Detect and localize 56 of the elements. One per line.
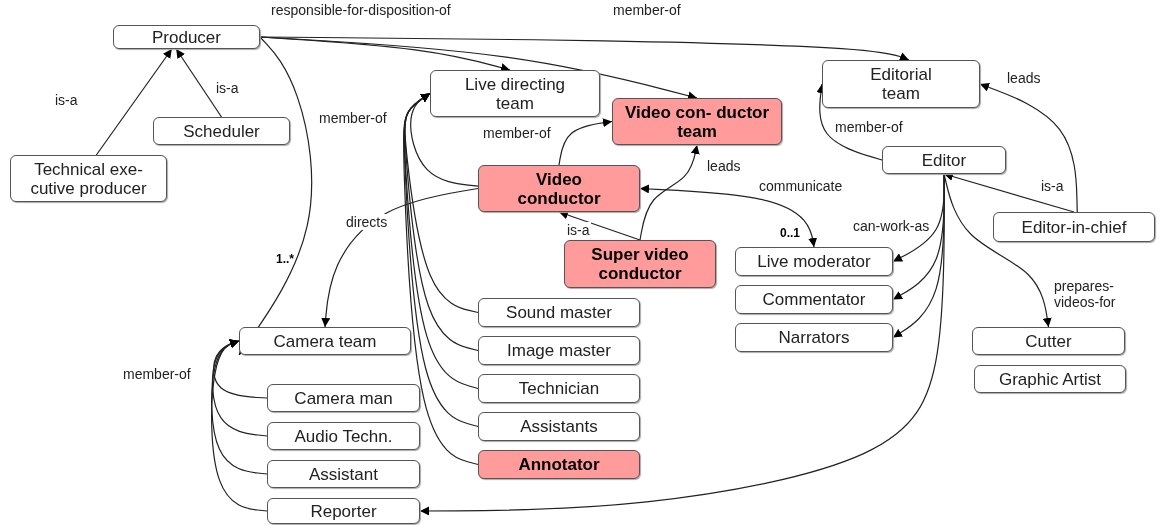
arrow <box>211 339 268 512</box>
role-box: Image master <box>478 336 640 365</box>
role-box: Cutter <box>972 327 1125 355</box>
highlighted-role-box: Video con- ductor team <box>612 98 782 145</box>
arrow <box>816 83 883 161</box>
role-box: Audio Techn. <box>267 422 420 450</box>
highlighted-role-box: Video conductor <box>478 165 640 212</box>
arrow <box>419 173 945 516</box>
role-box: Editor <box>882 146 1006 174</box>
highlighted-role-box: Super video conductor <box>564 240 716 288</box>
role-box: Graphic Artist <box>974 365 1126 393</box>
role-box: Editor-in-chief <box>993 212 1155 242</box>
edge-label: leads <box>706 158 742 174</box>
role-box: Live directing team <box>430 70 600 117</box>
role-box: Technical exe- cutive producer <box>10 155 167 202</box>
edge-label: member-of <box>482 125 552 141</box>
role-box: Reporter <box>267 498 420 524</box>
role-box: Camera man <box>267 384 420 412</box>
arrow <box>558 118 613 166</box>
role-box: Camera team <box>239 327 411 355</box>
edge-label: member-of <box>122 366 192 382</box>
arrow <box>639 144 700 241</box>
edge-label: member-of <box>318 110 388 126</box>
multiplicity-label: 1..* <box>276 252 294 266</box>
edge-label: responsible-for-disposition-of <box>270 2 452 18</box>
highlighted-role-box: Annotator <box>478 450 640 479</box>
edge-label: is-a <box>54 92 79 108</box>
role-box: Assistants <box>478 412 640 441</box>
arrow <box>321 187 479 328</box>
edge-label: is-a <box>215 80 240 96</box>
arrow <box>558 210 641 241</box>
role-box: Scheduler <box>153 117 290 145</box>
arrow <box>238 36 313 356</box>
edge-label: communicate <box>758 178 844 194</box>
role-box: Commentator <box>735 285 893 314</box>
role-box: Editorial team <box>822 60 980 108</box>
role-box: Technician <box>478 374 640 403</box>
edge-label: is-a <box>566 222 591 238</box>
role-box: Narrators <box>735 323 893 352</box>
edge-label: member-of <box>834 119 904 135</box>
arrow <box>943 172 1075 213</box>
edge-label: leads <box>1006 70 1042 86</box>
arrow <box>979 83 1078 213</box>
role-box: Producer <box>113 25 260 49</box>
edge-label: member-of <box>612 2 682 18</box>
edge-label: can-work-as <box>852 218 931 234</box>
edge-label: is-a <box>1040 178 1065 194</box>
role-box: Live moderator <box>735 247 893 276</box>
role-box: Assistant <box>267 460 420 488</box>
multiplicity-label: 0..1 <box>780 226 800 240</box>
role-box: Sound master <box>478 298 640 327</box>
arrow <box>639 184 818 248</box>
arrow <box>175 48 223 118</box>
arrow <box>95 48 173 156</box>
arrow <box>259 36 910 61</box>
edge-label: directs <box>345 214 389 230</box>
